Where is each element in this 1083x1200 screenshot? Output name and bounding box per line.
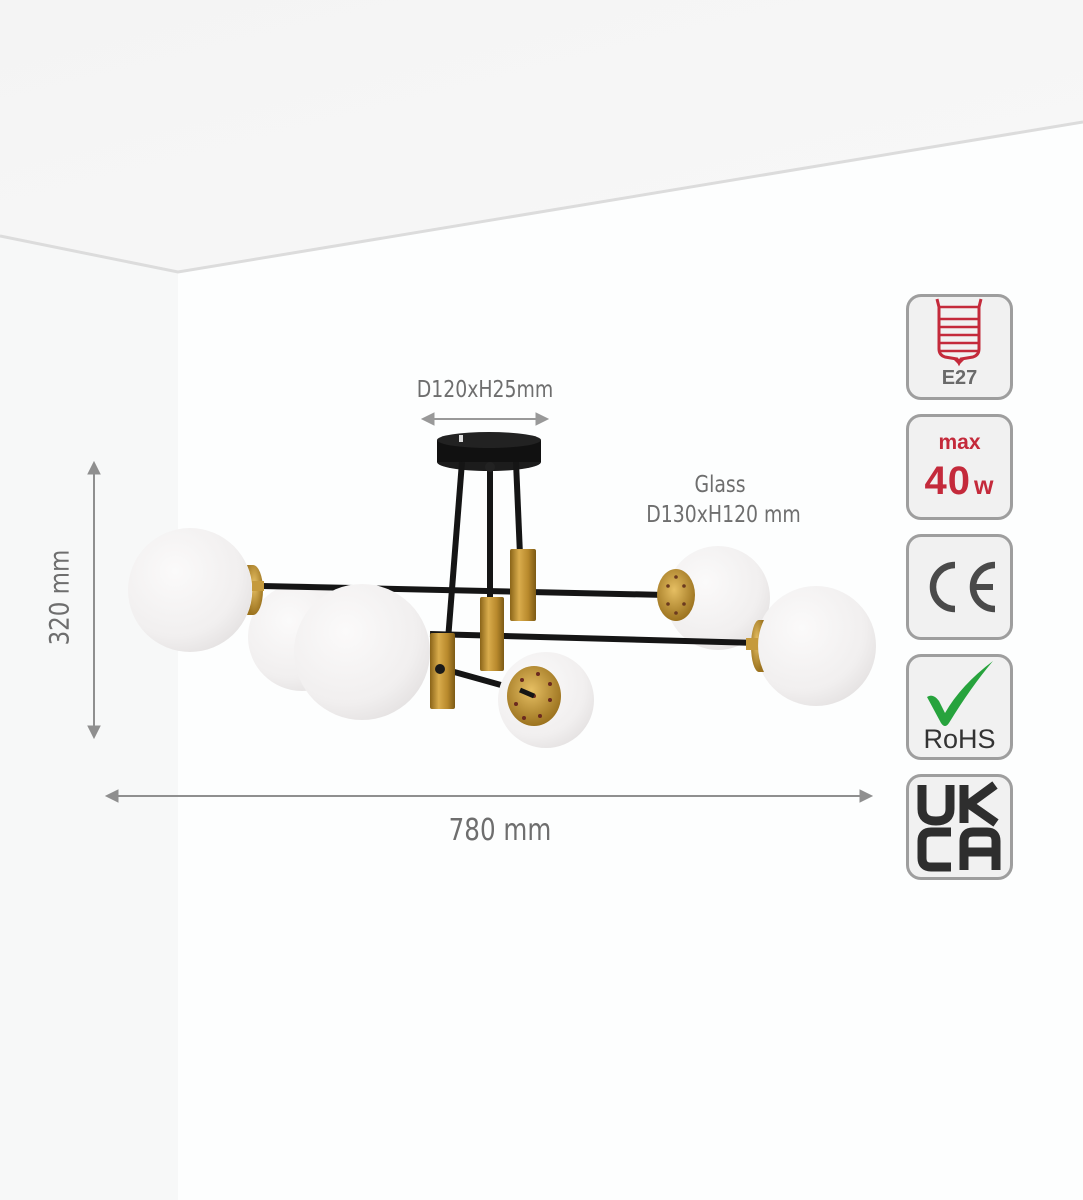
glass-title: Glass bbox=[694, 472, 746, 498]
ceiling-lamp-illustration bbox=[128, 432, 876, 748]
overall-width-label: 780 mm bbox=[448, 813, 552, 848]
glass-dimension-label: Glass D130xH120 mm bbox=[646, 470, 801, 530]
overall-height-label: 320 mm bbox=[44, 549, 76, 646]
socket-badge: E27 bbox=[906, 294, 1013, 400]
checkmark-icon bbox=[927, 661, 993, 726]
ce-mark-icon bbox=[929, 561, 996, 613]
ukca-mark-icon bbox=[917, 781, 1001, 872]
ce-badge bbox=[906, 534, 1013, 640]
width-arrow bbox=[104, 789, 874, 803]
wattage-unit: w bbox=[974, 472, 995, 500]
rohs-badge: RoHS bbox=[906, 654, 1013, 760]
socket-label: E27 bbox=[941, 367, 978, 389]
canopy-width-arrow bbox=[420, 412, 550, 426]
lamp-base-icon bbox=[935, 298, 983, 367]
height-arrow bbox=[87, 460, 101, 740]
rohs-label: RoHS bbox=[923, 724, 996, 754]
glass-size: D130xH120 mm bbox=[646, 502, 801, 528]
wattage-prefix: max bbox=[938, 431, 981, 454]
ukca-badge bbox=[906, 774, 1013, 880]
wattage-value: 40 bbox=[924, 459, 972, 503]
canopy-dimension-label: D120xH25mm bbox=[416, 377, 554, 403]
